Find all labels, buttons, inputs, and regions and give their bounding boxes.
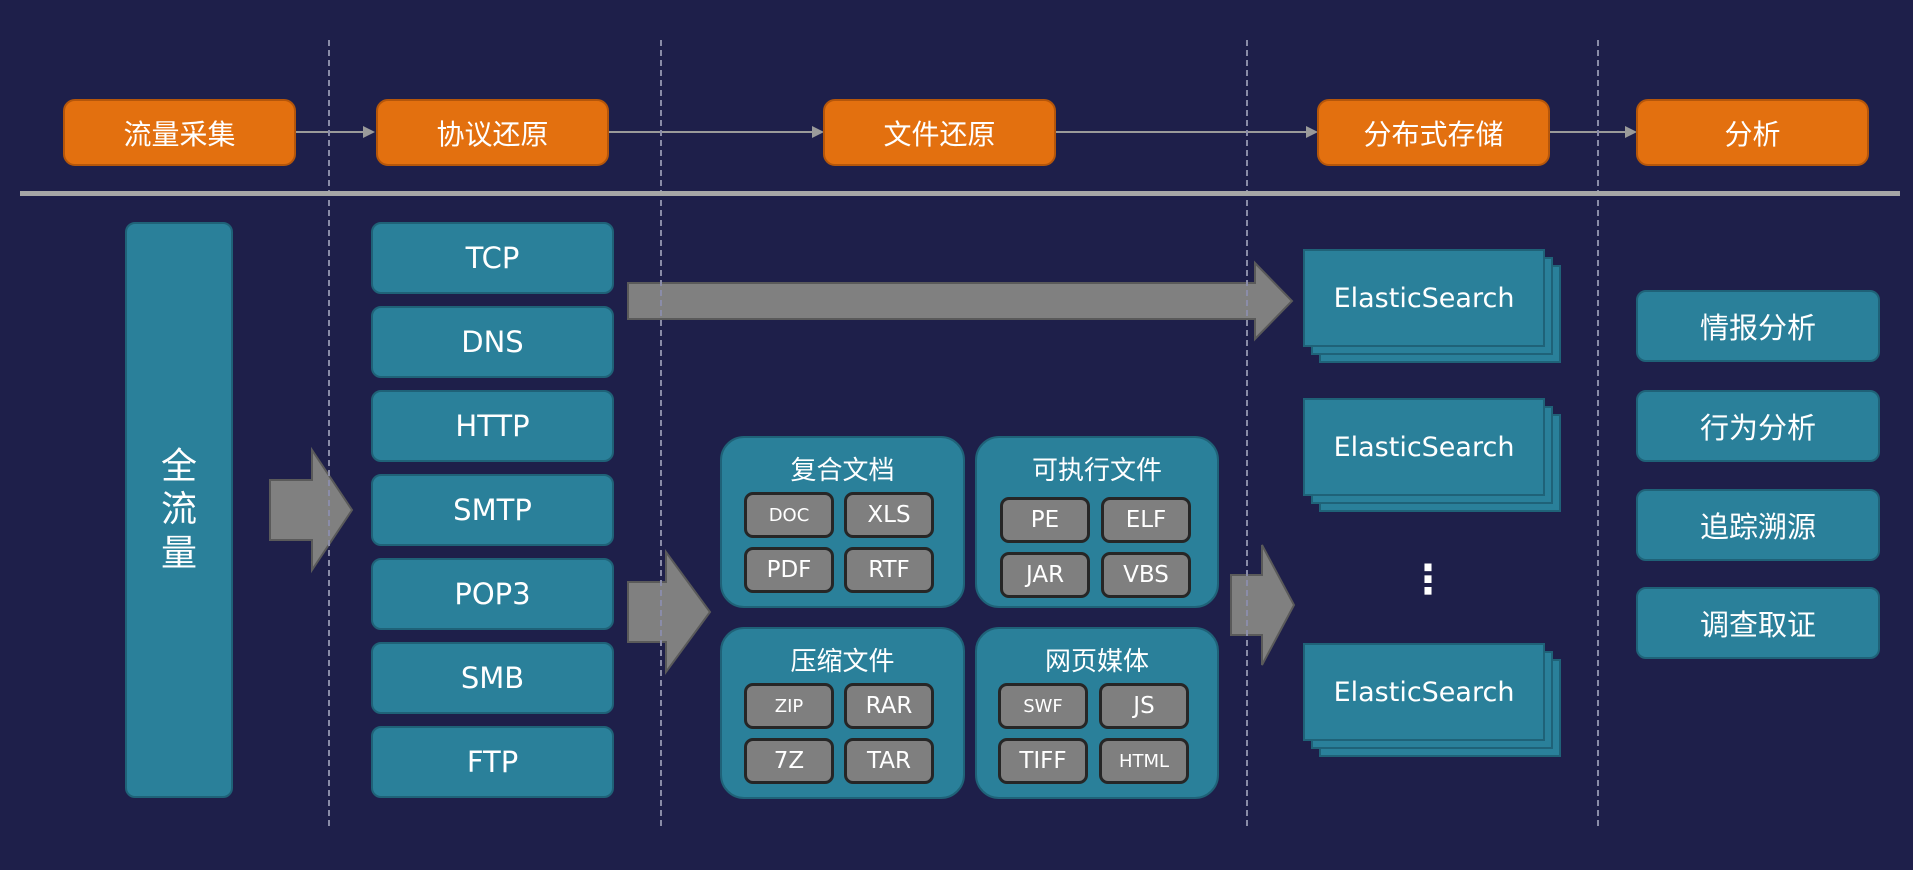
file-type-chip: PE — [1000, 497, 1090, 543]
analysis-item: 追踪溯源 — [1636, 489, 1880, 561]
file-type-chip: JS — [1099, 683, 1189, 729]
file-type-chip: ELF — [1101, 497, 1191, 543]
analysis-item: 行为分析 — [1636, 390, 1880, 462]
block-arrow-source-to-protocols — [269, 446, 354, 574]
protocol-item: HTTP — [371, 390, 614, 462]
file-group-title: 可执行文件 — [1031, 456, 1162, 486]
column-divider — [660, 40, 662, 826]
stage-file-restore: 文件还原 — [823, 99, 1056, 166]
column-divider — [1246, 40, 1248, 826]
file-type-chip: ZIP — [744, 683, 834, 729]
analysis-item: 情报分析 — [1636, 290, 1880, 362]
file-group-archives: 压缩文件 ZIP RAR 7Z TAR — [720, 627, 965, 799]
column-divider — [1597, 40, 1599, 826]
long-arrow-tcp-to-storage — [627, 260, 1294, 342]
file-group-executables: 可执行文件 PE ELF JAR VBS — [975, 436, 1219, 608]
file-group-web-media: 网页媒体 SWF JS TIFF HTML — [975, 627, 1219, 799]
file-type-chip: RAR — [844, 683, 934, 729]
file-type-chip: JAR — [1000, 552, 1090, 598]
file-type-chip: SWF — [998, 683, 1088, 729]
block-arrow-protocols-to-files — [627, 548, 712, 676]
protocol-item: DNS — [371, 306, 614, 378]
elasticsearch-stack: ElasticSearch — [1303, 398, 1563, 513]
protocol-item: TCP — [371, 222, 614, 294]
full-traffic-source: 全 流 量 — [125, 222, 233, 798]
block-arrow-files-to-storage — [1230, 544, 1296, 666]
file-type-chip: VBS — [1101, 552, 1191, 598]
elasticsearch-node: ElasticSearch — [1303, 249, 1545, 347]
header-separator — [20, 191, 1900, 196]
stage-distributed-storage: 分布式存储 — [1317, 99, 1550, 166]
analysis-item: 调查取证 — [1636, 587, 1880, 659]
elasticsearch-node: ElasticSearch — [1303, 398, 1545, 496]
file-type-chip: XLS — [844, 492, 934, 538]
file-type-chip: TAR — [844, 738, 934, 784]
file-type-chip: PDF — [744, 547, 834, 593]
protocol-item: FTP — [371, 726, 614, 798]
stage-analysis: 分析 — [1636, 99, 1869, 166]
stage-traffic-capture: 流量采集 — [63, 99, 296, 166]
file-type-chip: RTF — [844, 547, 934, 593]
file-group-title: 网页媒体 — [1044, 647, 1149, 677]
more-nodes-ellipsis: ⋮ — [1408, 557, 1448, 603]
file-type-chip: DOC — [744, 492, 834, 538]
column-divider — [328, 40, 330, 826]
elasticsearch-node: ElasticSearch — [1303, 643, 1545, 741]
protocol-item: SMB — [371, 642, 614, 714]
file-group-title: 压缩文件 — [790, 647, 895, 677]
protocol-item: POP3 — [371, 558, 614, 630]
file-group-title: 复合文档 — [790, 456, 895, 486]
file-type-chip: TIFF — [998, 738, 1088, 784]
elasticsearch-stack: ElasticSearch — [1303, 643, 1563, 758]
elasticsearch-stack: ElasticSearch — [1303, 249, 1563, 364]
file-group-compound-docs: 复合文档 DOC XLS PDF RTF — [720, 436, 965, 608]
file-type-chip: HTML — [1099, 738, 1189, 784]
stage-protocol-restore: 协议还原 — [376, 99, 609, 166]
file-type-chip: 7Z — [744, 738, 834, 784]
protocol-item: SMTP — [371, 474, 614, 546]
